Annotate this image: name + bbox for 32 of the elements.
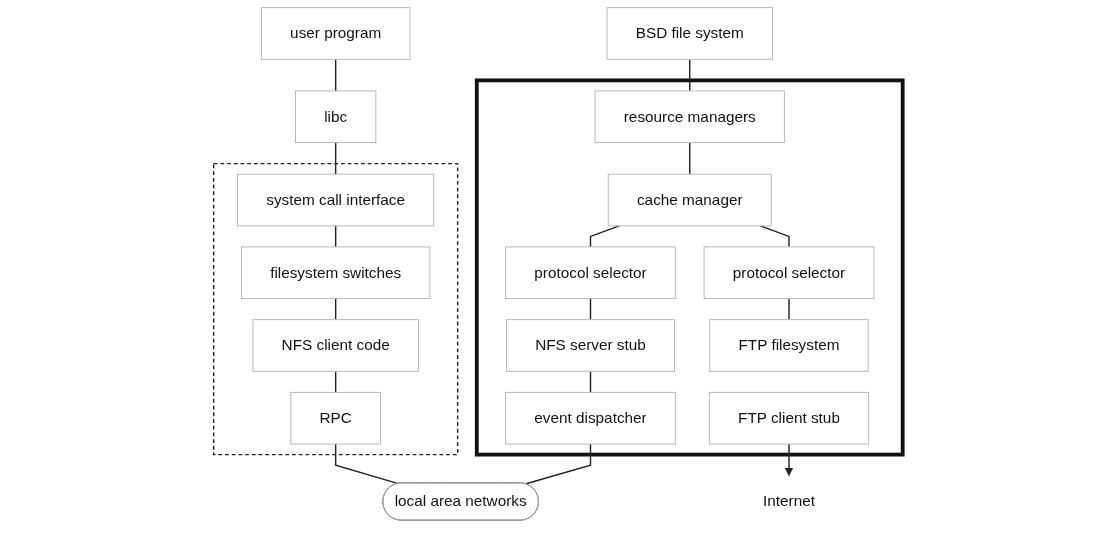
node-box: NFS server stub bbox=[505, 319, 675, 372]
connector bbox=[589, 370, 592, 394]
node-box: protocol selector bbox=[703, 246, 875, 300]
node-text: Internet bbox=[762, 492, 815, 510]
node-box: RPC bbox=[290, 391, 381, 445]
cluster bbox=[212, 162, 459, 456]
connector bbox=[334, 141, 337, 175]
node-box: filesystem switches bbox=[240, 246, 431, 300]
connector bbox=[589, 297, 592, 321]
node-box: user program bbox=[260, 7, 411, 60]
node-box: FTP client stub bbox=[708, 391, 869, 445]
connector bbox=[589, 225, 620, 248]
node-box: cache manager bbox=[607, 173, 772, 227]
connector bbox=[688, 141, 691, 175]
connector bbox=[334, 370, 337, 394]
node-box: system call interface bbox=[236, 173, 435, 227]
connector bbox=[334, 225, 337, 248]
node-box: FTP filesystem bbox=[709, 319, 869, 372]
connector bbox=[334, 297, 337, 321]
connector bbox=[688, 58, 691, 92]
cluster bbox=[474, 78, 905, 457]
connector bbox=[524, 443, 592, 485]
node-box: protocol selector bbox=[504, 246, 676, 300]
arrow bbox=[784, 443, 793, 477]
connector bbox=[334, 58, 337, 92]
connector bbox=[334, 443, 399, 485]
node-box: NFS client code bbox=[252, 319, 419, 372]
node-box: BSD file system bbox=[606, 7, 773, 60]
node-box: resource managers bbox=[594, 90, 785, 144]
node-box: libc bbox=[294, 90, 377, 144]
node-box: event dispatcher bbox=[504, 391, 676, 445]
connector bbox=[788, 297, 790, 321]
